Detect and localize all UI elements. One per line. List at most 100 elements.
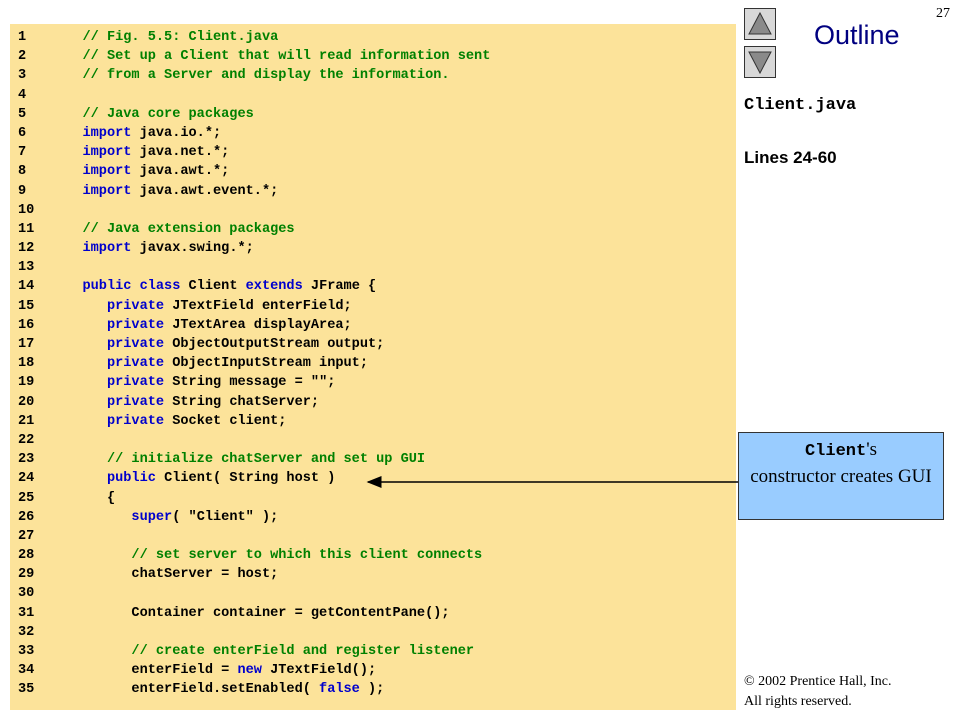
next-slide-button[interactable] bbox=[744, 46, 776, 78]
code-line: 23 // initialize chatServer and set up G… bbox=[10, 450, 736, 469]
code-text: enterField = new JTextField(); bbox=[48, 661, 376, 680]
code-line: 2 // Set up a Client that will read info… bbox=[10, 47, 736, 66]
code-token: String chatServer; bbox=[164, 394, 320, 410]
line-number: 8 bbox=[18, 164, 27, 180]
line-number: 29 bbox=[18, 567, 35, 583]
code-line: 17 private ObjectOutputStream output; bbox=[10, 335, 736, 354]
code-line: 26 super( "Client" ); bbox=[10, 508, 736, 527]
code-text: private JTextField enterField; bbox=[48, 297, 352, 316]
code-line: 11 // Java extension packages bbox=[10, 220, 736, 239]
file-label: Client.java bbox=[744, 96, 857, 115]
code-keyword: public bbox=[58, 471, 156, 487]
code-line: 8 import java.awt.*; bbox=[10, 162, 736, 181]
line-number: 17 bbox=[18, 337, 35, 352]
copyright: © 2002 Prentice Hall, Inc. All rights re… bbox=[744, 672, 892, 712]
code-listing: 1 // Fig. 5.5: Client.java 2 // Set up a … bbox=[10, 24, 736, 710]
code-text bbox=[48, 584, 58, 603]
code-line: 25 { bbox=[10, 489, 736, 508]
code-token: Container container = getContentPane(); bbox=[58, 605, 450, 621]
code-token: Client bbox=[180, 279, 246, 295]
code-line: 4 bbox=[10, 86, 736, 105]
code-string: "Client" bbox=[188, 509, 254, 525]
code-text: private String chatServer; bbox=[48, 393, 319, 412]
code-token: java.io.*; bbox=[131, 125, 222, 141]
code-text: public class Client extends JFrame { bbox=[48, 277, 376, 296]
line-number: 18 bbox=[18, 356, 35, 372]
code-text: Container container = getContentPane(); bbox=[48, 604, 450, 623]
code-comment: // Java extension packages bbox=[58, 221, 295, 237]
code-token: ( bbox=[172, 509, 189, 525]
code-token: java.net.*; bbox=[131, 145, 230, 161]
code-keyword: private bbox=[58, 375, 165, 391]
outline-title: Outline bbox=[814, 20, 900, 50]
code-text bbox=[48, 201, 58, 220]
line-number: 2 bbox=[18, 49, 27, 65]
previous-slide-button[interactable] bbox=[744, 8, 776, 40]
code-token: ObjectInputStream input; bbox=[164, 356, 369, 372]
code-text: private String message = ""; bbox=[48, 373, 335, 392]
code-text: private ObjectInputStream input; bbox=[48, 354, 368, 373]
code-comment: // create enterField and register listen… bbox=[58, 644, 475, 659]
slide-number: 27 bbox=[936, 6, 950, 21]
code-text: private Socket client; bbox=[48, 412, 287, 431]
code-line: 9 import java.awt.event.*; bbox=[10, 182, 736, 201]
code-token: JTextArea displayArea; bbox=[164, 317, 352, 333]
code-keyword: import bbox=[58, 241, 132, 257]
code-token: Socket client; bbox=[164, 413, 287, 429]
code-token: String message = bbox=[164, 375, 311, 391]
code-token: javax.swing.*; bbox=[131, 241, 254, 257]
code-keyword: private bbox=[58, 413, 165, 429]
code-text: // Java extension packages bbox=[48, 220, 295, 239]
code-text bbox=[48, 258, 58, 277]
code-line: 5 // Java core packages bbox=[10, 105, 736, 124]
line-number: 4 bbox=[18, 87, 27, 103]
code-line: 22 bbox=[10, 431, 736, 450]
line-number: 13 bbox=[18, 260, 35, 276]
code-token: java.awt.event.*; bbox=[131, 183, 279, 199]
code-keyword: super bbox=[58, 509, 173, 525]
code-keyword: extends bbox=[245, 279, 303, 295]
line-number: 20 bbox=[18, 394, 35, 410]
code-text: { bbox=[48, 489, 115, 508]
code-line: 18 private ObjectInputStream input; bbox=[10, 354, 736, 373]
line-number: 26 bbox=[18, 509, 35, 525]
line-number: 21 bbox=[18, 413, 35, 429]
code-token: enterField.setEnabled( bbox=[58, 682, 320, 698]
code-text: enterField.setEnabled( false ); bbox=[48, 680, 384, 699]
callout-text: constructor creates GUI bbox=[750, 466, 932, 487]
code-line: 16 private JTextArea displayArea; bbox=[10, 316, 736, 335]
line-number: 3 bbox=[18, 68, 27, 84]
code-line: 3 // from a Server and display the infor… bbox=[10, 66, 736, 85]
code-text: // initialize chatServer and set up GUI bbox=[48, 450, 425, 469]
code-string: "" bbox=[310, 375, 328, 391]
code-line: 10 bbox=[10, 201, 736, 220]
code-text: super( "Client" ); bbox=[48, 508, 278, 527]
code-token: java.awt.*; bbox=[131, 164, 230, 180]
code-line: 28 // set server to which this client co… bbox=[10, 546, 736, 565]
line-number: 1 bbox=[18, 30, 27, 45]
code-line: 34 enterField = new JTextField(); bbox=[10, 661, 736, 680]
copyright-line-2: All rights reserved. bbox=[744, 694, 852, 709]
code-keyword: private bbox=[58, 337, 165, 352]
line-number: 16 bbox=[18, 317, 35, 333]
code-text: import java.awt.*; bbox=[48, 162, 229, 181]
code-lines: 1 // Fig. 5.5: Client.java 2 // Set up a … bbox=[10, 28, 736, 700]
code-token: Client( String host ) bbox=[155, 471, 336, 487]
code-text: private JTextArea displayArea; bbox=[48, 316, 352, 335]
code-token: JTextField enterField; bbox=[164, 298, 352, 314]
code-line: 12 import javax.swing.*; bbox=[10, 239, 736, 258]
code-line: 27 bbox=[10, 527, 736, 546]
code-keyword: false bbox=[319, 682, 360, 698]
line-number: 10 bbox=[18, 202, 35, 218]
triangle-up-icon bbox=[748, 11, 772, 35]
code-token: ; bbox=[327, 375, 336, 391]
code-line: 15 private JTextField enterField; bbox=[10, 297, 736, 316]
code-text: import javax.swing.*; bbox=[48, 239, 254, 258]
code-line: 19 private String message = ""; bbox=[10, 373, 736, 392]
code-comment: // from a Server and display the informa… bbox=[58, 68, 450, 84]
code-line: 32 bbox=[10, 623, 736, 642]
code-text: import java.net.*; bbox=[48, 143, 229, 162]
code-comment: // Fig. 5.5: Client.java bbox=[58, 30, 279, 45]
code-keyword: public class bbox=[58, 279, 181, 295]
line-number: 34 bbox=[18, 663, 35, 679]
